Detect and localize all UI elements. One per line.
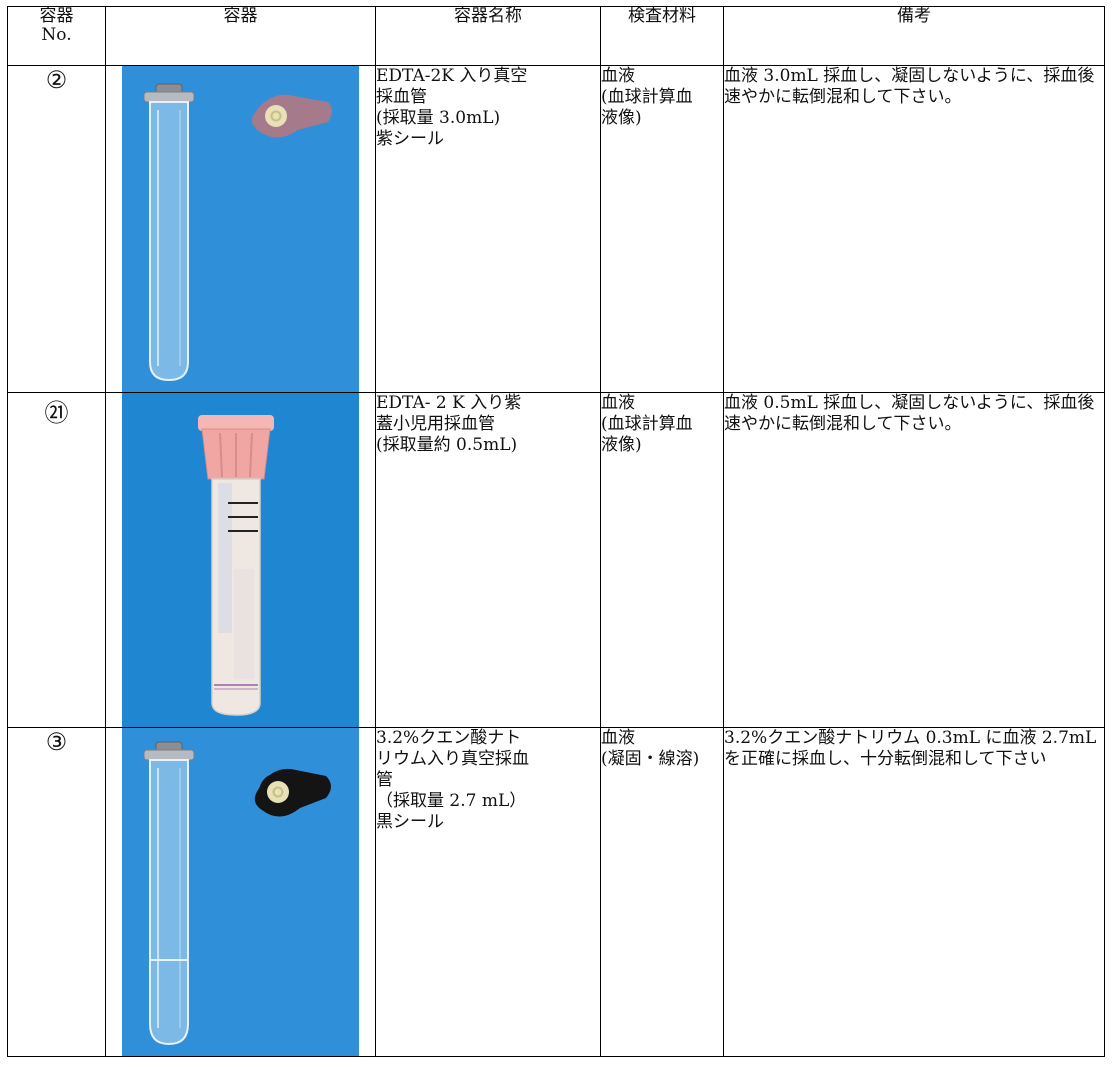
material-line: 血液 xyxy=(601,66,635,86)
header-container-name: 容器名称 xyxy=(375,6,601,66)
header-remarks: 備考 xyxy=(723,6,1105,66)
table-row: ② xyxy=(7,65,1105,393)
material-line: (血球計算血 xyxy=(601,87,693,107)
remarks: 血液 3.0mL 採血し、凝固しないように、採血後速やかに転倒混和して下さい。 xyxy=(723,65,1105,393)
name-line: 紫シール xyxy=(376,129,444,149)
header-text: 備考 xyxy=(897,6,931,26)
test-material: 血液 (血球計算血 液像) xyxy=(600,65,724,393)
material-line: 液像) xyxy=(601,435,642,455)
vacuum-tube-purple-seal-icon xyxy=(122,66,359,392)
name-line: EDTA- 2 K 入り紫 xyxy=(376,393,522,413)
table-header-row: 容器 No. 容器 容器名称 検査材料 備考 xyxy=(7,6,1105,66)
header-text: 検査材料 xyxy=(628,6,696,26)
table-row: ③ xyxy=(7,727,1105,1057)
name-line: 蓋小児用採血管 xyxy=(376,414,495,434)
name-line: 採血管 xyxy=(376,87,427,107)
header-text: No. xyxy=(41,25,72,45)
header-container: 容器 xyxy=(105,6,376,66)
name-line: 3.2%クエン酸ナト xyxy=(376,728,522,748)
container-no: ③ xyxy=(7,727,106,1057)
container-name: EDTA-2K 入り真空 採血管 (採取量 3.0mL) 紫シール xyxy=(375,65,601,393)
container-photo-cell xyxy=(105,392,376,728)
name-line: （採取量 2.7 mL） xyxy=(376,791,527,811)
specimen-container-table: 容器 No. 容器 容器名称 検査材料 備考 ② xyxy=(7,6,1105,1057)
material-line: (凝固・線溶) xyxy=(601,749,700,769)
name-line: 黒シール xyxy=(376,812,444,832)
container-no: ② xyxy=(7,65,106,393)
vacuum-tube-black-seal-icon xyxy=(122,728,359,1056)
material-line: (血球計算血 xyxy=(601,414,693,434)
container-photo-cell xyxy=(105,727,376,1057)
container-no: ㉑ xyxy=(7,392,106,728)
header-container-no: 容器 No. xyxy=(7,6,106,66)
table-row: ㉑ xyxy=(7,392,1105,728)
header-text: 容器 xyxy=(39,6,74,26)
remarks: 3.2%クエン酸ナトリウム 0.3mL に血液 2.7mL を正確に採血し、十分… xyxy=(723,727,1105,1057)
header-text: 容器名称 xyxy=(454,6,522,26)
name-line: (採取量 3.0mL) xyxy=(376,108,501,128)
container-name: EDTA- 2 K 入り紫 蓋小児用採血管 (採取量約 0.5mL) xyxy=(375,392,601,728)
name-line: 管 xyxy=(376,770,393,790)
container-name: 3.2%クエン酸ナト リウム入り真空採血 管 （採取量 2.7 mL） 黒シール xyxy=(375,727,601,1057)
remarks: 血液 0.5mL 採血し、凝固しないように、採血後速やかに転倒混和して下さい。 xyxy=(723,392,1105,728)
container-photo-cell xyxy=(105,65,376,393)
header-text: 容器 xyxy=(223,6,258,26)
material-line: 血液 xyxy=(601,728,635,748)
microtainer-tube-icon xyxy=(122,393,359,727)
material-line: 血液 xyxy=(601,393,635,413)
material-line: 液像) xyxy=(601,108,642,128)
name-line: (採取量約 0.5mL) xyxy=(376,435,518,455)
header-material: 検査材料 xyxy=(600,6,724,66)
name-line: EDTA-2K 入り真空 xyxy=(376,66,528,86)
name-line: リウム入り真空採血 xyxy=(376,749,529,769)
test-material: 血液 (凝固・線溶) xyxy=(600,727,724,1057)
test-material: 血液 (血球計算血 液像) xyxy=(600,392,724,728)
